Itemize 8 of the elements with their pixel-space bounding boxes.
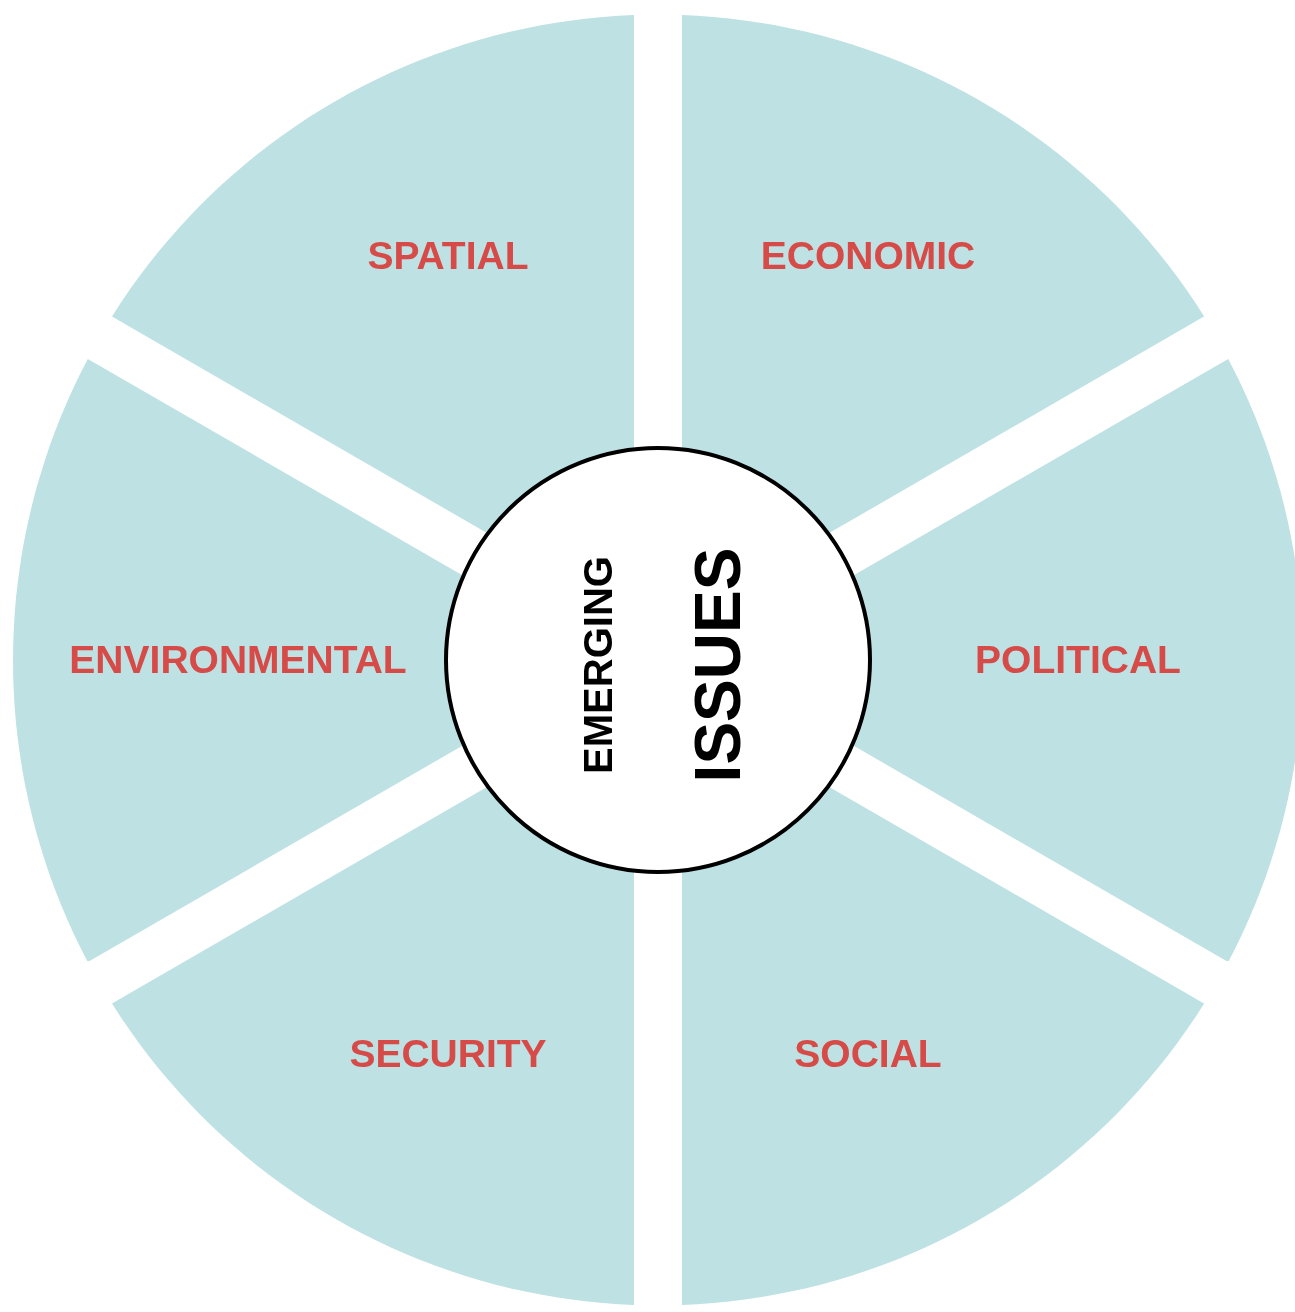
center-title: ISSUES: [681, 547, 755, 783]
segment-label: SECURITY: [349, 1031, 547, 1076]
center-title: EMERGING: [575, 556, 621, 774]
segment-label: SPATIAL: [367, 234, 529, 279]
segment-label: ECONOMIC: [760, 234, 976, 279]
segment-label: POLITICAL: [975, 638, 1181, 682]
segment-label: SOCIAL: [794, 1031, 942, 1076]
segment-label: ENVIRONMENTAL: [69, 638, 407, 682]
